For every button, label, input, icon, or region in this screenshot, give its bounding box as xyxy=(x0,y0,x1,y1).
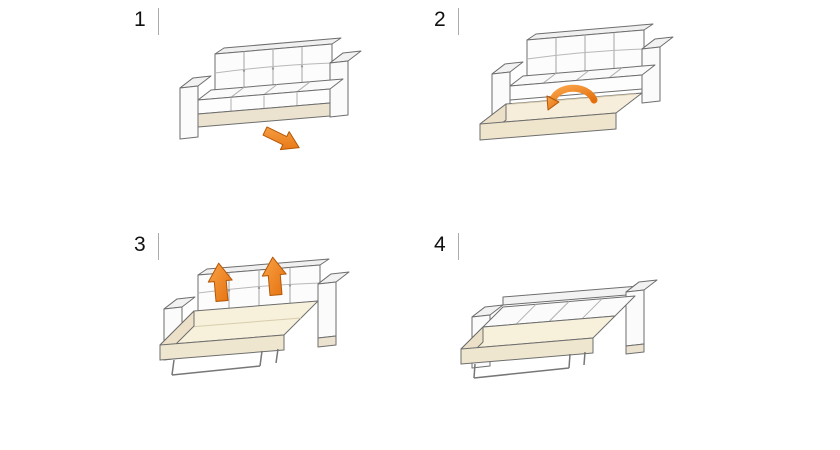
step-panel-3: 3 xyxy=(120,225,420,450)
step-divider xyxy=(457,233,459,260)
step-divider xyxy=(157,233,159,260)
illustration-base-pulled-out xyxy=(420,0,720,225)
pulled-out-base xyxy=(480,93,642,140)
step-panel-4: 4 xyxy=(420,225,720,450)
step-number: 2 xyxy=(434,8,446,31)
steps-grid: 1 xyxy=(120,0,720,450)
lift-arrow-icon-left xyxy=(207,262,234,302)
flat-bed xyxy=(461,280,657,378)
step-header: 2 xyxy=(434,8,459,35)
step-number: 3 xyxy=(134,233,146,256)
illustration-bed-extended xyxy=(120,225,420,450)
illustration-flat-bed xyxy=(420,225,720,450)
pull-out-arrow-icon xyxy=(261,122,304,157)
flip-over-arrow-icon xyxy=(547,88,594,110)
step-panel-2: 2 xyxy=(420,0,720,225)
step-header: 4 xyxy=(434,233,459,260)
step-divider xyxy=(157,8,159,35)
mattress-extended xyxy=(160,301,318,375)
illustration-sofa-closed xyxy=(120,0,420,225)
step-panel-1: 1 xyxy=(120,0,420,225)
lift-arrow-icon-right xyxy=(261,256,288,296)
step-header: 1 xyxy=(134,8,159,35)
step-header: 3 xyxy=(134,233,159,260)
sofa-closed xyxy=(180,38,361,139)
step-number: 1 xyxy=(134,8,146,31)
step-number: 4 xyxy=(434,233,446,256)
step-divider xyxy=(457,8,459,35)
